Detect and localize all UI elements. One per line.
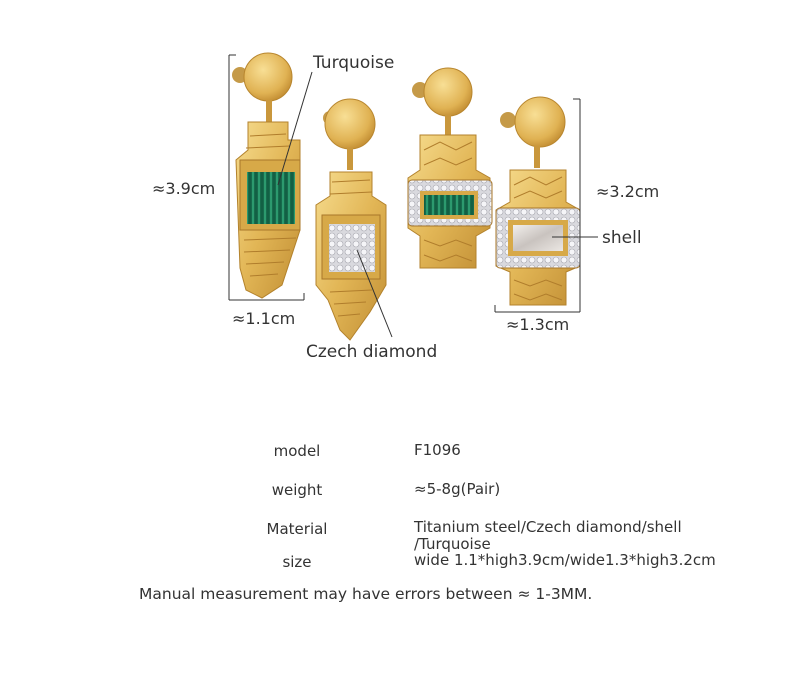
earring-czech-diamond-long [315,98,387,341]
dimension-lines [228,54,598,338]
right-width-label: ≈1.3cm [506,315,570,334]
spec-value-material: Titanium steel/Czech diamond/shell [414,518,682,536]
spec-value-size: wide 1.1*high3.9cm/wide1.3*high3.2cm [414,551,716,569]
spec-value-weight: ≈5-8g(Pair) [414,480,501,498]
spec-label-size: size [282,553,312,571]
turquoise-label: Turquoise [313,53,395,73]
measurement-note: Manual measurement may have errors betwe… [139,585,593,603]
shell-label: shell [602,228,642,248]
earring-shell [495,96,581,306]
earring-turquoise-long [232,52,301,299]
spec-label-material: Material [266,520,328,538]
spec-label-weight: weight [271,481,323,499]
left-height-label: ≈3.9cm [152,179,216,198]
left-width-label: ≈1.1cm [232,309,296,328]
right-height-label: ≈3.2cm [596,182,660,201]
earring-turquoise-short [407,67,493,269]
czech-diamond-label: Czech diamond [306,342,438,362]
spec-label-model: model [273,442,321,460]
spec-value-model: F1096 [414,441,461,459]
spec-value-material-cont: /Turquoise [414,535,491,553]
